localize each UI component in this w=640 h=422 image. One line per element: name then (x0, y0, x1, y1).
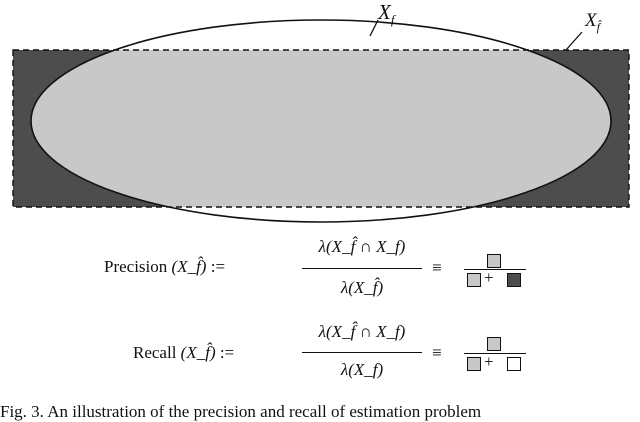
recall-square-bar (464, 353, 526, 354)
xf-label: Xf (378, 0, 395, 28)
recall-den-square-2 (507, 357, 521, 371)
precision-numerator: λ(X_f̂ ∩ X_f) (318, 237, 406, 256)
recall-denominator: λ(X_f) (340, 360, 384, 379)
xf-leader-line (369, 19, 379, 37)
precision-square-bar (464, 269, 526, 270)
precision-fraction-bar (302, 268, 422, 269)
precision-lhs: Precision (X_f̂) := (104, 257, 226, 276)
precision-denominator: λ(X_f̂) (340, 278, 384, 297)
recall-equiv: ≡ (432, 343, 442, 362)
recall-lhs: Recall (X_f̂) := (133, 343, 235, 362)
precision-plus: + (484, 268, 494, 287)
figure-caption: Fig. 3. An illustration of the precision… (0, 402, 482, 421)
recall-den-square-1 (467, 357, 481, 371)
xfhat-label: Xf̂ (585, 10, 600, 34)
recall-fraction-bar (302, 352, 422, 353)
recall-num-square (487, 337, 501, 351)
intersection-region (31, 50, 611, 207)
recall-plus: + (484, 352, 494, 371)
true-set-outline (30, 19, 612, 223)
estimated-set-dashed-outline (12, 49, 630, 208)
xfhat-leader-line (565, 31, 583, 51)
recall-numerator: λ(X_f̂ ∩ X_f) (318, 322, 406, 341)
precision-num-square (487, 254, 501, 268)
precision-den-square-2 (507, 273, 521, 287)
precision-equiv: ≡ (432, 258, 442, 277)
precision-den-square-1 (467, 273, 481, 287)
